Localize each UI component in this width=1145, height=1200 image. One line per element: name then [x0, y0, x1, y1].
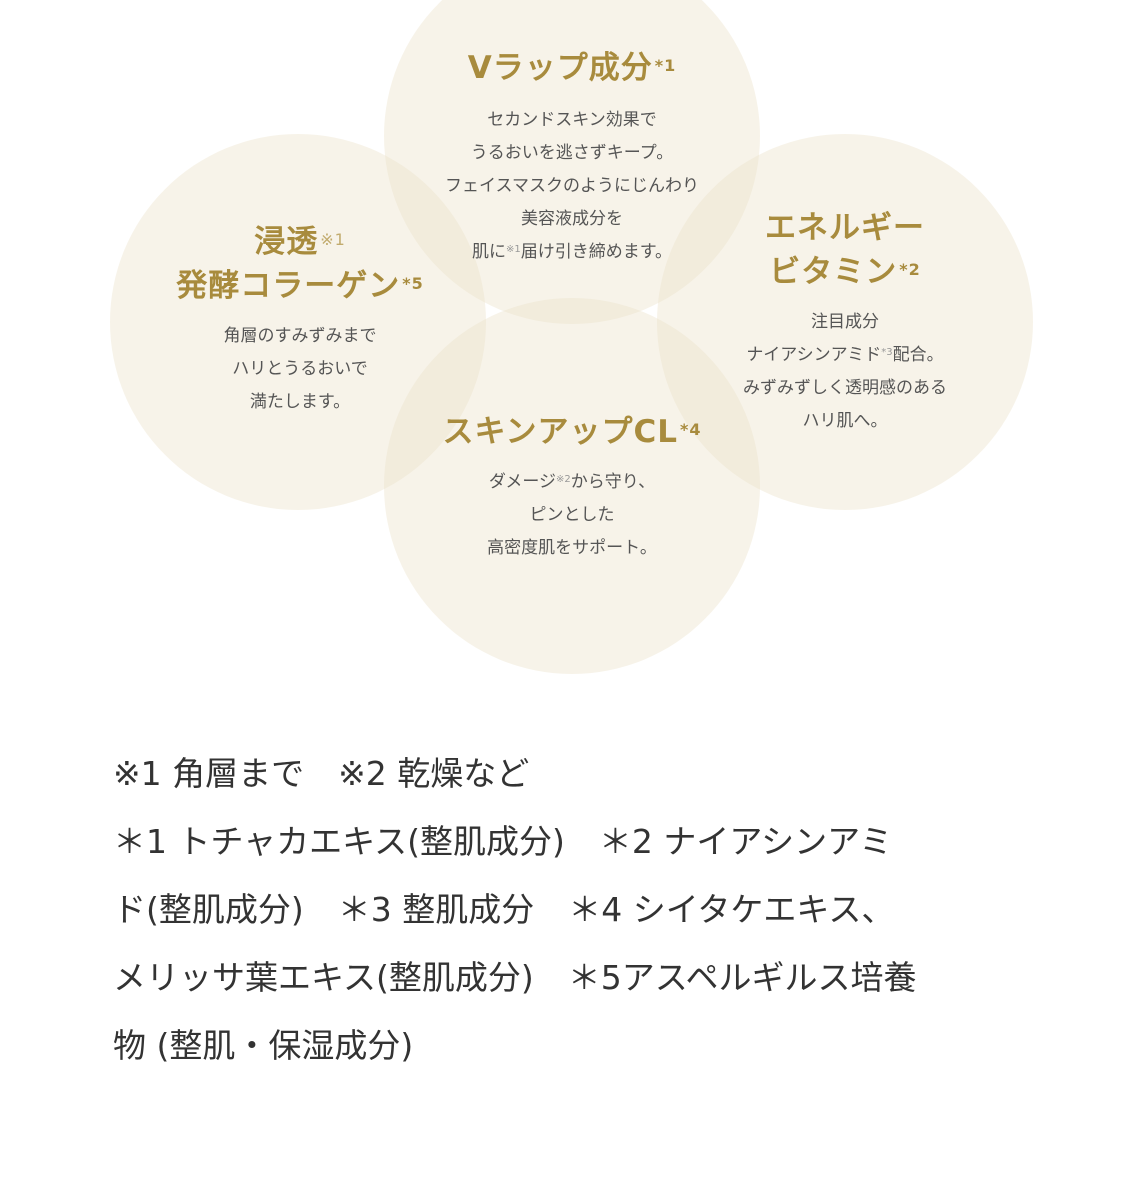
- skinup-desc-line: ダメージ※2から守り、: [400, 466, 744, 499]
- skinup-desc-line: ピンとした: [529, 505, 615, 525]
- footnote-line: ※1 角層まで ※2 乾燥など: [113, 740, 1053, 808]
- footnote-item: ＊4 シイタケエキス、: [568, 890, 895, 929]
- vwrap-desc-text: 肌に: [471, 242, 506, 262]
- vwrap-desc-line: うるおいを逃さずキープ。: [470, 143, 674, 163]
- vitamin-title-line1: エネルギー: [765, 210, 925, 246]
- skinup-block: スキンアップCL*4 ダメージ※2から守り、 ピンとした 高密度肌をサポート。: [400, 410, 744, 565]
- vwrap-desc-mark: ※1: [505, 244, 521, 255]
- vwrap-title-text: Vラップ成分: [467, 50, 653, 86]
- vitamin-block: エネルギー ビタミン*2 注目成分 ナイアシンアミド*3配合。 みずみずしく透明…: [680, 206, 1010, 438]
- vitamin-desc-line: みずみずしく透明感のある: [743, 378, 947, 398]
- footnote-item: メリッサ葉エキス(整肌成分): [113, 958, 534, 997]
- vitamin-desc-mark: *3: [881, 347, 893, 358]
- vwrap-desc-line: フェイスマスクのようにじんわり: [445, 176, 699, 196]
- footnote-line: 物 (整肌・保湿成分): [113, 1012, 1053, 1080]
- footnote-line: ＊1 トチャカエキス(整肌成分) ＊2 ナイアシンアミ: [113, 808, 1053, 876]
- circle-vwrap: [384, 0, 760, 324]
- collagen-title-line1: 浸透※1: [130, 220, 470, 264]
- vwrap-desc-text: 届け引き締めます。: [520, 242, 673, 262]
- vwrap-block: Vラップ成分*1 セカンドスキン効果で うるおいを逃さずキープ。 フェイスマスク…: [400, 46, 744, 269]
- vitamin-desc-line: 注目成分: [811, 312, 879, 332]
- circle-skinup: [384, 298, 760, 674]
- skinup-title-text: スキンアップCL: [442, 414, 679, 450]
- footnote-line: メリッサ葉エキス(整肌成分) ＊5アスペルギルス培養: [113, 944, 1053, 1012]
- vwrap-desc-line: 美容液成分を: [521, 209, 623, 229]
- vitamin-title-text: ビタミン: [769, 254, 898, 290]
- vitamin-desc-text: ナイアシンアミド: [746, 345, 882, 365]
- vitamin-desc: 注目成分 ナイアシンアミド*3配合。 みずみずしく透明感のある ハリ肌へ。: [680, 306, 1010, 438]
- vwrap-title: Vラップ成分*1: [400, 46, 744, 90]
- vwrap-desc-line: 肌に※1届け引き締めます。: [400, 236, 744, 269]
- skinup-title-mark: *4: [680, 420, 702, 439]
- footnote-item: ※1 角層まで: [113, 754, 305, 793]
- collagen-title-line2: 発酵コラーゲン*5: [130, 264, 470, 308]
- collagen-block: 浸透※1 発酵コラーゲン*5 角層のすみずみまで ハリとうるおいで 満たします。: [130, 220, 470, 419]
- collagen-desc-line: 満たします。: [249, 392, 351, 412]
- collagen-title: 浸透※1 発酵コラーゲン*5: [130, 220, 470, 308]
- vitamin-desc-text: 配合。: [892, 345, 944, 365]
- footnote-item: ＊1 トチャカエキス(整肌成分): [113, 822, 565, 861]
- vwrap-desc: セカンドスキン効果で うるおいを逃さずキープ。 フェイスマスクのようにじんわり …: [400, 104, 744, 269]
- ingredient-venn-diagram: Vラップ成分*1 セカンドスキン効果で うるおいを逃さずキープ。 フェイスマスク…: [110, 0, 1033, 674]
- collagen-title-mark: ※1: [320, 230, 346, 249]
- vitamin-desc-line: ナイアシンアミド*3配合。: [680, 339, 1010, 372]
- footnote-item: ＊5アスペルギルス培養: [567, 958, 917, 997]
- skinup-desc: ダメージ※2から守り、 ピンとした 高密度肌をサポート。: [400, 466, 744, 565]
- vitamin-title-mark: *2: [899, 260, 921, 279]
- skinup-desc-mark: ※2: [556, 474, 571, 485]
- footnote-item: 物 (整肌・保湿成分): [113, 1026, 414, 1065]
- vitamin-title: エネルギー ビタミン*2: [680, 206, 1010, 294]
- footnotes: ※1 角層まで ※2 乾燥など ＊1 トチャカエキス(整肌成分) ＊2 ナイアシンア…: [113, 740, 1053, 1080]
- collagen-desc-line: ハリとうるおいで: [232, 359, 368, 379]
- skinup-desc-text: ダメージ: [488, 472, 557, 492]
- circle-vitamin: [657, 134, 1033, 510]
- footnote-item: ド(整肌成分): [113, 890, 304, 929]
- skinup-desc-line: 高密度肌をサポート。: [487, 538, 657, 558]
- circle-collagen: [110, 134, 486, 510]
- footnote-item: ＊3 整肌成分: [337, 890, 535, 929]
- collagen-desc: 角層のすみずみまで ハリとうるおいで 満たします。: [130, 320, 470, 419]
- vitamin-title-line2: ビタミン*2: [680, 250, 1010, 294]
- vwrap-desc-line: セカンドスキン効果で: [487, 110, 657, 130]
- collagen-title-text: 浸透: [254, 224, 319, 260]
- collagen-title-text: 発酵コラーゲン: [176, 268, 401, 304]
- vwrap-title-mark: *1: [654, 56, 677, 75]
- vitamin-desc-line: ハリ肌へ。: [802, 411, 888, 431]
- footnote-item: ＊2 ナイアシンアミ: [598, 822, 893, 861]
- collagen-title-mark: *5: [402, 274, 424, 293]
- skinup-desc-text: から守り、: [570, 472, 656, 492]
- collagen-desc-line: 角層のすみずみまで: [223, 326, 377, 346]
- footnote-line: ド(整肌成分) ＊3 整肌成分 ＊4 シイタケエキス、: [113, 876, 1053, 944]
- skinup-title: スキンアップCL*4: [400, 410, 744, 454]
- footnote-item: ※2 乾燥など: [338, 754, 530, 793]
